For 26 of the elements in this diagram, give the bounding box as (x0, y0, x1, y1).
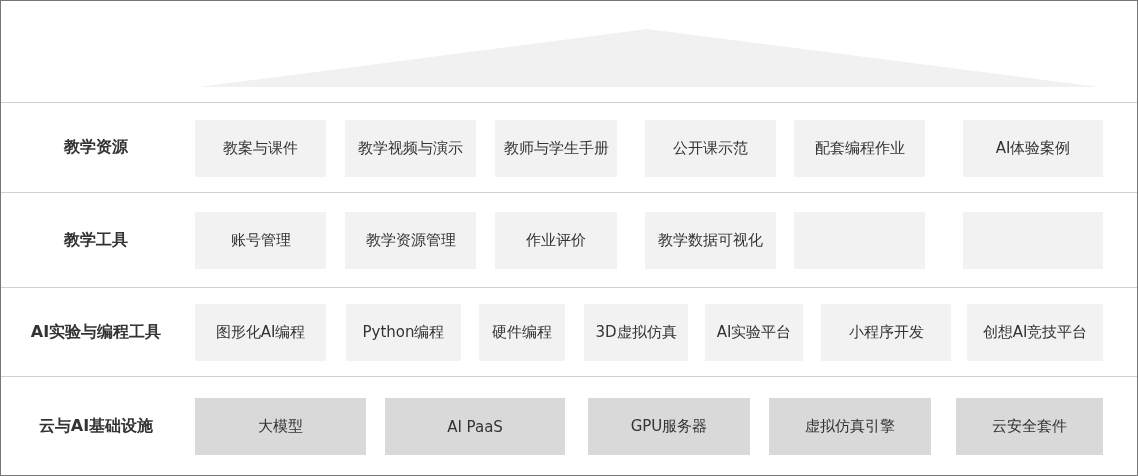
module-box: 配套编程作业 (794, 120, 925, 177)
module-box: 小程序开发 (821, 304, 951, 361)
module-box: 教案与课件 (195, 120, 326, 177)
module-box: 云安全套件 (956, 398, 1103, 455)
module-box: GPU服务器 (588, 398, 750, 455)
module-box: 图形化AI编程 (195, 304, 326, 361)
module-box: 公开课示范 (645, 120, 776, 177)
module-box: Python编程 (346, 304, 461, 361)
module-box: 大模型 (195, 398, 366, 455)
layer-title: 云与AI基础设施 (37, 415, 155, 437)
module-box: AI体验案例 (963, 120, 1103, 177)
module-box: 教师与学生手册 (495, 120, 617, 177)
module-box: 硬件编程 (479, 304, 565, 361)
module-box: 教学视频与演示 (345, 120, 476, 177)
layer-title: 教学资源 (63, 137, 129, 158)
module-box: 3D虚拟仿真 (584, 304, 688, 361)
module-box: AI实验平台 (705, 304, 803, 361)
layer-title: AI实验与编程工具 (29, 321, 163, 343)
module-box: AI PaaS (385, 398, 565, 455)
module-box: 创想AI竞技平台 (967, 304, 1103, 361)
module-box: 作业评价 (495, 212, 617, 269)
module-box: 教学数据可视化 (645, 212, 776, 269)
module-box: 账号管理 (195, 212, 326, 269)
layer-title: 教学工具 (63, 229, 129, 251)
module-box: 虚拟仿真引擎 (769, 398, 931, 455)
module-box: 教学资源管理 (345, 212, 476, 269)
